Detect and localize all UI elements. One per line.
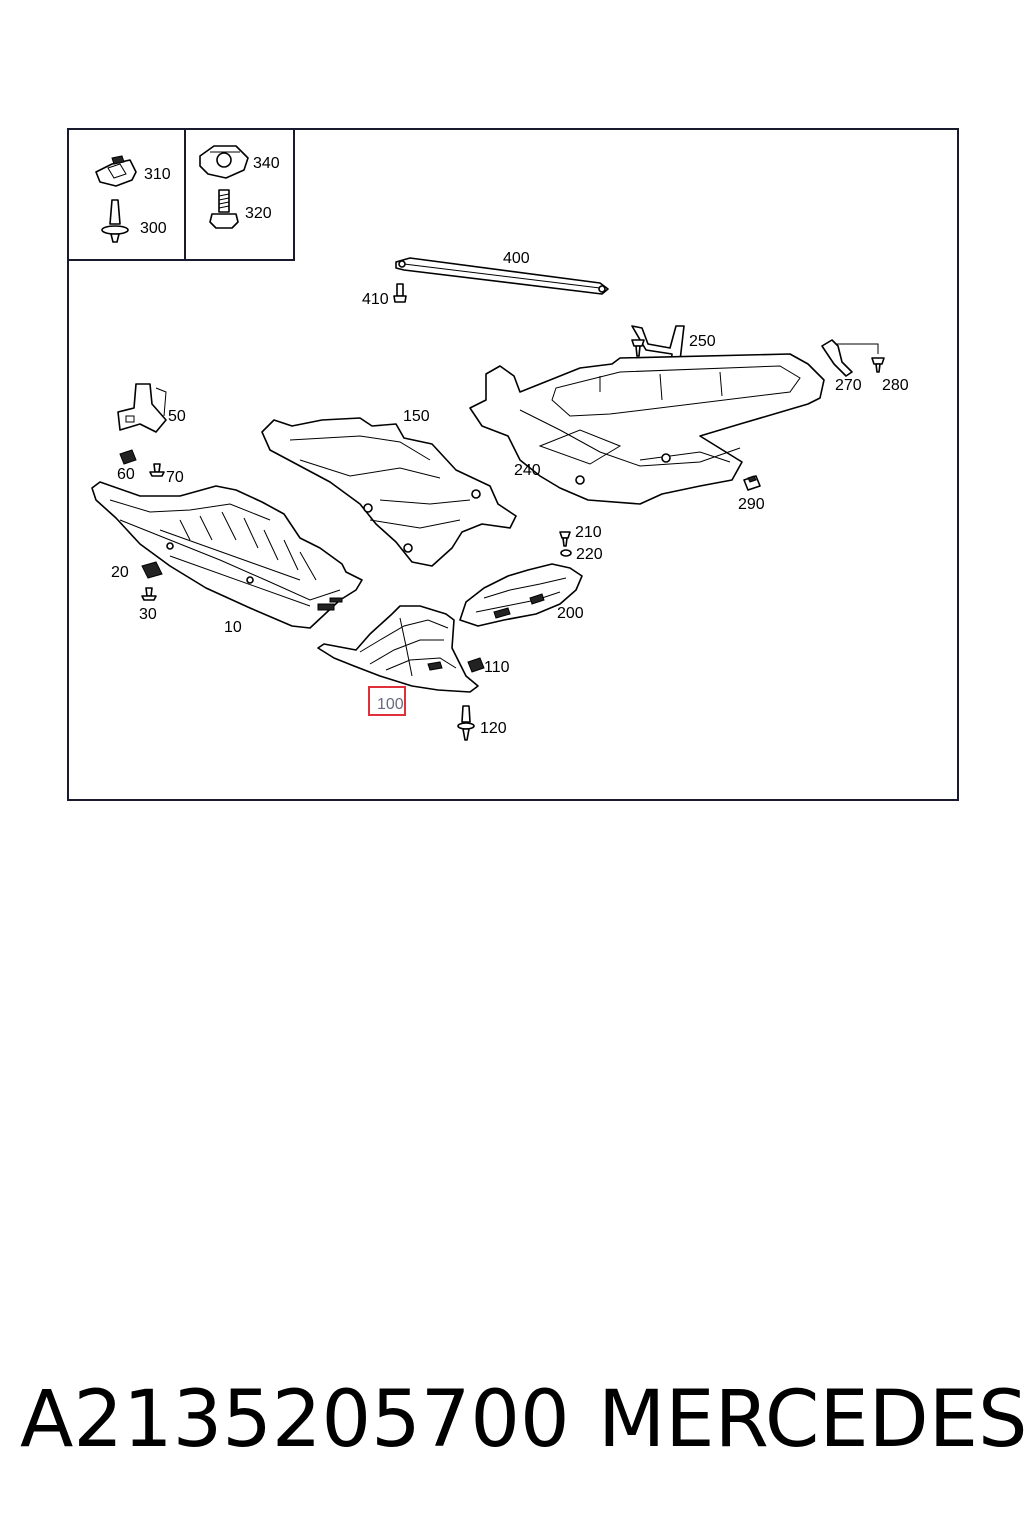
bracket-250-part (631, 325, 685, 379)
clip-290-icon (743, 475, 761, 491)
callout-220[interactable]: 220 (576, 546, 603, 563)
callout-210[interactable]: 210 (575, 524, 602, 541)
screw-30-icon (141, 587, 157, 601)
callout-200[interactable]: 200 (557, 605, 584, 622)
bracket-270-part (821, 339, 879, 377)
callout-320[interactable]: 320 (245, 205, 272, 222)
callout-410[interactable]: 410 (362, 291, 389, 308)
center-underbody-panel-150 (261, 417, 517, 567)
callout-310[interactable]: 310 (144, 166, 171, 183)
brand-name: MERCEDES (598, 1375, 1024, 1465)
callout-270[interactable]: 270 (835, 377, 862, 394)
callout-290[interactable]: 290 (738, 496, 765, 513)
screw-280-icon (871, 357, 885, 373)
callout-120[interactable]: 120 (480, 720, 507, 737)
clip-110-icon (467, 657, 485, 673)
callout-280[interactable]: 280 (882, 377, 909, 394)
highlight-box (368, 686, 406, 716)
rivet-icon (101, 199, 129, 243)
bracket-50-part (117, 383, 167, 433)
callout-30[interactable]: 30 (139, 606, 157, 623)
callout-250[interactable]: 250 (689, 333, 716, 350)
side-underbody-panel-100 (317, 605, 479, 693)
callout-20[interactable]: 20 (111, 564, 129, 581)
callout-50[interactable]: 50 (168, 408, 186, 425)
side-trim-panel-200 (459, 563, 583, 627)
washer-220-icon (560, 549, 572, 557)
callout-110[interactable]: 110 (484, 659, 510, 676)
callout-10[interactable]: 10 (224, 619, 242, 636)
cross-strut-part (395, 257, 609, 295)
callout-240[interactable]: 240 (514, 462, 541, 479)
screw-210-icon (559, 531, 571, 547)
callout-150[interactable]: 150 (403, 408, 430, 425)
legend-box-dividers (68, 129, 295, 261)
parts-diagram: 310 300 340 320 400 410 250 26 (67, 128, 959, 801)
diagram-frame (67, 128, 959, 801)
spring-nut-icon (199, 145, 249, 179)
front-underbody-panel-10 (91, 481, 363, 629)
callout-340[interactable]: 340 (253, 155, 280, 172)
clip-60-icon (119, 449, 137, 465)
clip-20-icon (141, 561, 163, 579)
bolt-410-icon (393, 283, 407, 303)
footer: A2135205700 MERCEDES (0, 1370, 1024, 1470)
screw-70-icon (149, 463, 165, 477)
clip-nut-icon (95, 155, 137, 187)
screw-260-icon (631, 339, 645, 357)
callout-70[interactable]: 70 (166, 469, 184, 486)
rear-underbody-panel-240 (469, 353, 825, 505)
rivet-120-icon (457, 705, 475, 741)
bolt-icon (209, 189, 239, 229)
callout-400[interactable]: 400 (503, 250, 530, 267)
callout-60[interactable]: 60 (117, 466, 135, 483)
callout-100[interactable]: 100 (377, 696, 404, 713)
part-number: A2135205700 (20, 1375, 570, 1465)
callout-300[interactable]: 300 (140, 220, 167, 237)
